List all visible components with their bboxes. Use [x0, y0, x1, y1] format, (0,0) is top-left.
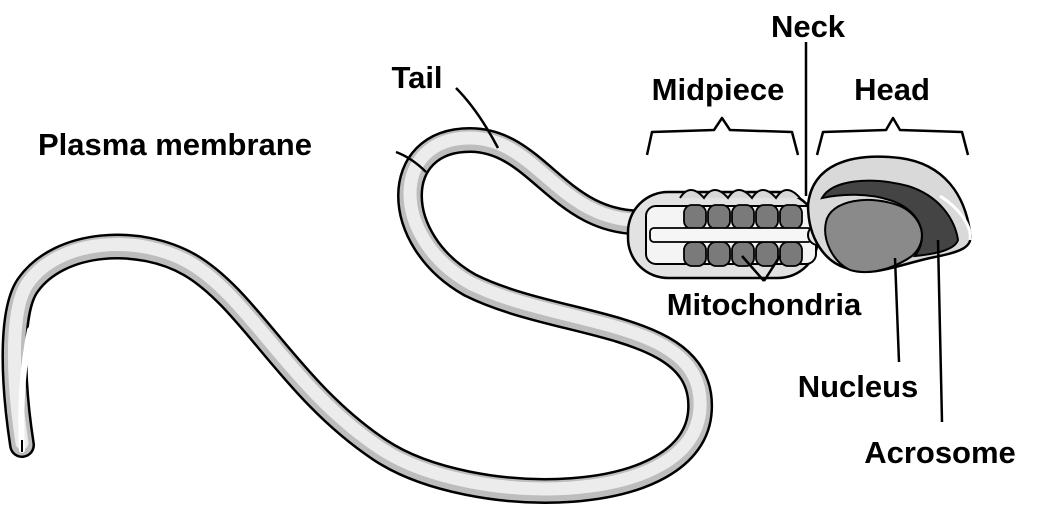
head [808, 157, 971, 272]
neck-label: Neck [771, 9, 846, 44]
axial-filament [650, 228, 812, 242]
tail [14, 138, 700, 491]
midpiece [628, 190, 828, 278]
head-label: Head [854, 72, 930, 107]
nucleus-leader [895, 258, 899, 362]
nucleus-label: Nucleus [798, 369, 919, 404]
acrosome-leader [938, 240, 942, 422]
plasma-membrane-label: Plasma membrane [38, 127, 312, 162]
head-bracket [817, 118, 968, 155]
mitochondria-label: Mitochondria [667, 287, 862, 322]
midpiece-bracket [647, 118, 798, 155]
acrosome-label: Acrosome [864, 435, 1016, 470]
midpiece-label: Midpiece [652, 72, 785, 107]
tail-label: Tail [391, 60, 442, 95]
